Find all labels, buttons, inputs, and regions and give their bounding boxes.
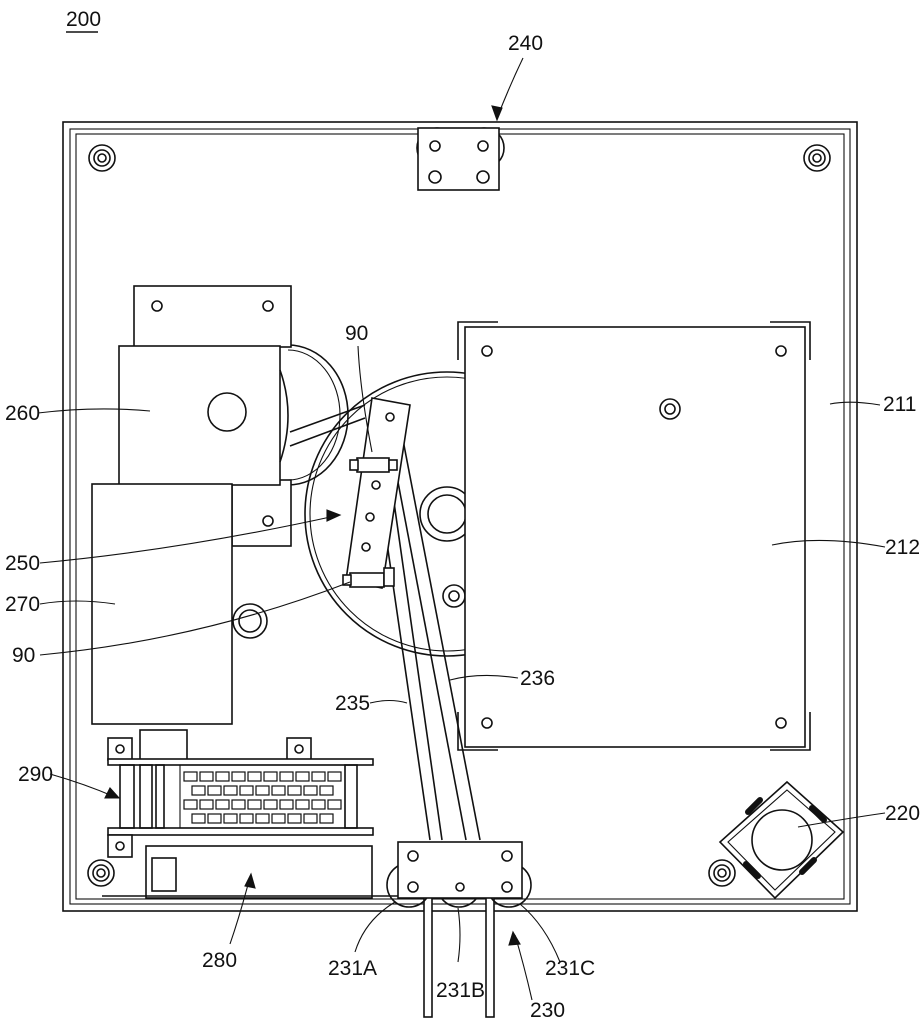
leader-236 bbox=[449, 674, 519, 681]
label-220: 220 bbox=[885, 802, 920, 825]
fin-cell bbox=[271, 785, 286, 796]
fin-cell bbox=[311, 799, 326, 810]
label-240: 240 bbox=[508, 32, 543, 55]
corner-screw-top-left bbox=[88, 144, 116, 172]
box-270 bbox=[91, 483, 268, 725]
fin-cell bbox=[311, 771, 326, 782]
leader-220 bbox=[797, 812, 886, 828]
leader-90a bbox=[357, 345, 373, 453]
fin-cell bbox=[207, 785, 222, 796]
leader-290 bbox=[49, 773, 116, 798]
gear-motor-260 bbox=[118, 285, 366, 547]
fin-cell bbox=[239, 813, 254, 824]
fin-cell bbox=[303, 813, 318, 824]
label-270: 270 bbox=[5, 593, 40, 616]
corner-screw-bottom-left bbox=[87, 859, 115, 887]
arrowhead-240 bbox=[491, 105, 503, 122]
corner-screw-top-right bbox=[803, 144, 831, 172]
fin-cell bbox=[223, 813, 238, 824]
fin-cell bbox=[247, 771, 262, 782]
fin-cell bbox=[207, 813, 222, 824]
label-230: 230 bbox=[530, 999, 565, 1022]
pin-90-lower bbox=[342, 567, 395, 588]
leader-270 bbox=[39, 600, 116, 605]
fin-cell bbox=[199, 799, 214, 810]
label-90-upper: 90 bbox=[345, 322, 368, 345]
label-211: 211 bbox=[883, 393, 916, 416]
fin-cell bbox=[255, 813, 270, 824]
fin-cell bbox=[239, 785, 254, 796]
fin-cell bbox=[183, 771, 198, 782]
fin-cell bbox=[303, 785, 318, 796]
pin-90-upper bbox=[349, 457, 398, 473]
top-bracket-240 bbox=[416, 127, 505, 191]
leader-235 bbox=[369, 699, 408, 704]
fin-cell bbox=[263, 799, 278, 810]
leader-250 bbox=[39, 515, 336, 564]
box-280 bbox=[102, 845, 398, 899]
label-231C: 231C bbox=[545, 957, 595, 980]
fin-cell bbox=[255, 785, 270, 796]
label-231A: 231A bbox=[328, 957, 377, 980]
label-90-lower: 90 bbox=[12, 644, 35, 667]
label-260: 260 bbox=[5, 402, 40, 425]
bottom-bracket-230 bbox=[386, 841, 532, 1018]
fin-cell bbox=[263, 771, 278, 782]
fin-cell bbox=[287, 813, 302, 824]
leader-231B bbox=[457, 907, 461, 963]
fin-cell bbox=[183, 799, 198, 810]
fin-cell bbox=[327, 771, 342, 782]
fin-cell bbox=[215, 771, 230, 782]
label-290: 290 bbox=[18, 763, 53, 786]
leader-260 bbox=[37, 408, 151, 414]
label-235: 235 bbox=[335, 692, 370, 715]
panel-212 bbox=[457, 321, 811, 751]
figure-number: 200 bbox=[66, 8, 101, 31]
fin-cell bbox=[271, 813, 286, 824]
fin-cell bbox=[295, 799, 310, 810]
arrowhead-230 bbox=[508, 930, 521, 946]
label-236: 236 bbox=[520, 667, 555, 690]
leader-231C bbox=[519, 903, 561, 963]
fin-cell bbox=[327, 799, 342, 810]
fin-grid bbox=[183, 771, 342, 824]
fin-cell bbox=[223, 785, 238, 796]
leader-90b bbox=[39, 581, 351, 656]
fin-cell bbox=[279, 799, 294, 810]
belt-236 bbox=[389, 439, 481, 841]
fin-cell bbox=[191, 813, 206, 824]
fin-unit-290 bbox=[107, 729, 374, 858]
label-231B: 231B bbox=[436, 979, 485, 1002]
fin-cell bbox=[319, 813, 334, 824]
fitting-220 bbox=[718, 780, 845, 900]
leader-lines bbox=[37, 57, 886, 1001]
fin-cell bbox=[199, 771, 214, 782]
label-280: 280 bbox=[202, 949, 237, 972]
fin-cell bbox=[231, 799, 246, 810]
corner-screw-bottom-right bbox=[708, 859, 736, 887]
fin-cell bbox=[295, 771, 310, 782]
arrowhead-280 bbox=[244, 872, 256, 889]
clamp-bracket-250 bbox=[345, 397, 411, 589]
fin-cell bbox=[215, 799, 230, 810]
leader-211 bbox=[829, 401, 881, 406]
label-212: 212 bbox=[885, 536, 920, 559]
leader-212 bbox=[771, 539, 886, 548]
leader-231A bbox=[354, 901, 396, 953]
fin-cell bbox=[279, 771, 294, 782]
arrowhead-250 bbox=[326, 509, 342, 522]
label-250: 250 bbox=[5, 552, 40, 575]
arrowhead-290 bbox=[104, 787, 121, 799]
fin-cell bbox=[319, 785, 334, 796]
fin-cell bbox=[191, 785, 206, 796]
reference-labels: 240 90 260 211 212 250 270 90 236 235 29… bbox=[5, 32, 920, 1022]
fin-cell bbox=[247, 799, 262, 810]
fin-cell bbox=[287, 785, 302, 796]
fin-cell bbox=[231, 771, 246, 782]
